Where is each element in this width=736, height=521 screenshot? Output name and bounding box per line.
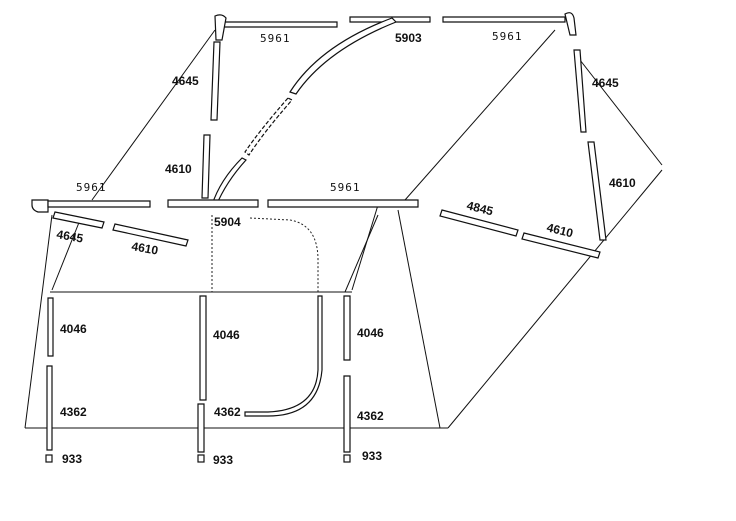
part-labels: 5961 5903 5961 4645 4645 4610 4610 5961 … <box>55 30 636 467</box>
label-4645-left: 4645 <box>55 227 84 245</box>
edge-right-bottom <box>447 169 663 429</box>
part-4645-top-left <box>210 41 221 121</box>
label-4362-left: 4362 <box>60 405 87 419</box>
label-5961-top-left: 5961 <box>260 32 291 45</box>
label-5903: 5903 <box>395 31 422 45</box>
label-4046-center: 4046 <box>213 328 240 342</box>
part-4845-diag <box>439 209 519 237</box>
part-4362-center-pole <box>197 403 205 453</box>
door-curved-bar <box>244 295 323 417</box>
label-4610-right-diag: 4610 <box>545 220 575 240</box>
edge-mid-slant <box>351 204 379 291</box>
top-right-corner <box>564 12 577 36</box>
part-5961-mid-left <box>47 200 151 208</box>
edge-top-left-slant <box>91 29 216 201</box>
edge-right-pole-link <box>344 214 379 293</box>
part-5961-top-right <box>442 16 566 23</box>
label-5961-mid-right: 5961 <box>330 181 361 194</box>
part-933-right-foot <box>343 454 351 463</box>
lower-poles <box>45 295 351 463</box>
part-4610-left-diag <box>112 223 189 247</box>
hoop-5903-lower <box>211 157 247 207</box>
part-4645-left-diag <box>52 211 105 229</box>
part-5961-top-left <box>219 21 338 28</box>
part-5961-mid-right <box>267 199 419 208</box>
top-left-corner <box>214 14 227 41</box>
label-4610-left: 4610 <box>130 239 159 257</box>
upper-verticals <box>201 41 607 241</box>
edge-diag-to-left <box>51 219 81 291</box>
label-5904: 5904 <box>214 215 241 229</box>
door-outline <box>211 215 323 417</box>
label-4046-left: 4046 <box>60 322 87 336</box>
hoop-5903 <box>211 17 398 207</box>
label-5961-top-right: 5961 <box>492 30 523 43</box>
edge-left-side <box>24 214 53 429</box>
part-4362-left-pole <box>46 365 53 451</box>
hoop-5903-middle <box>244 97 293 156</box>
part-4046-left-pole <box>47 297 54 357</box>
part-4046-center-pole <box>199 295 207 401</box>
label-4610-right-vertical: 4610 <box>609 176 636 190</box>
part-4610-center <box>201 134 211 199</box>
left-corner-joint <box>31 199 49 213</box>
part-4610-right-diag <box>521 232 601 259</box>
part-4046-right-pole <box>343 295 351 361</box>
label-933-right: 933 <box>362 449 382 463</box>
label-5961-mid-left: 5961 <box>76 181 107 194</box>
top-bars <box>214 12 577 41</box>
part-4645-top-right <box>573 49 587 133</box>
label-4845: 4845 <box>465 198 495 218</box>
edge-door-right <box>397 209 441 429</box>
edge-right-top <box>579 59 663 166</box>
part-933-left-foot <box>45 454 53 463</box>
part-5904-center-joint <box>167 199 259 208</box>
label-4362-center: 4362 <box>214 405 241 419</box>
edge-top-right-slant <box>404 29 556 201</box>
door-dotted-outline <box>249 217 319 292</box>
label-4645-top-left: 4645 <box>172 74 199 88</box>
part-4362-right-pole <box>343 375 351 453</box>
outline-edges <box>24 29 663 429</box>
label-933-left: 933 <box>62 452 82 466</box>
label-4645-top-right: 4645 <box>592 76 619 90</box>
middle-bars <box>31 199 601 259</box>
hoop-5903-upper <box>289 17 398 95</box>
label-4362-right: 4362 <box>357 409 384 423</box>
label-4046-right: 4046 <box>357 326 384 340</box>
part-4610-right-vertical <box>587 141 607 241</box>
part-933-center-foot <box>197 454 205 463</box>
label-933-center: 933 <box>213 453 233 467</box>
label-4610-center: 4610 <box>165 162 192 176</box>
